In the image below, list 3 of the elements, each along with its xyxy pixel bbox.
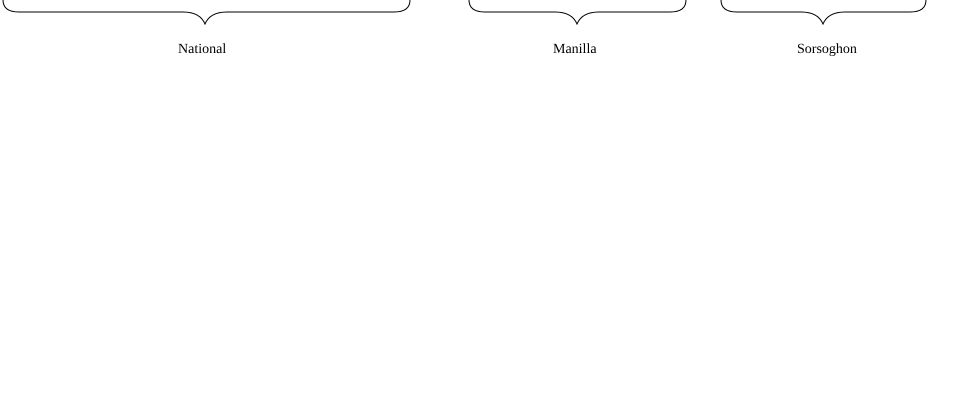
- brace-label: National: [178, 42, 226, 58]
- brace-label: Sorsoghon: [797, 42, 857, 58]
- brace-label: Manilla: [553, 42, 597, 58]
